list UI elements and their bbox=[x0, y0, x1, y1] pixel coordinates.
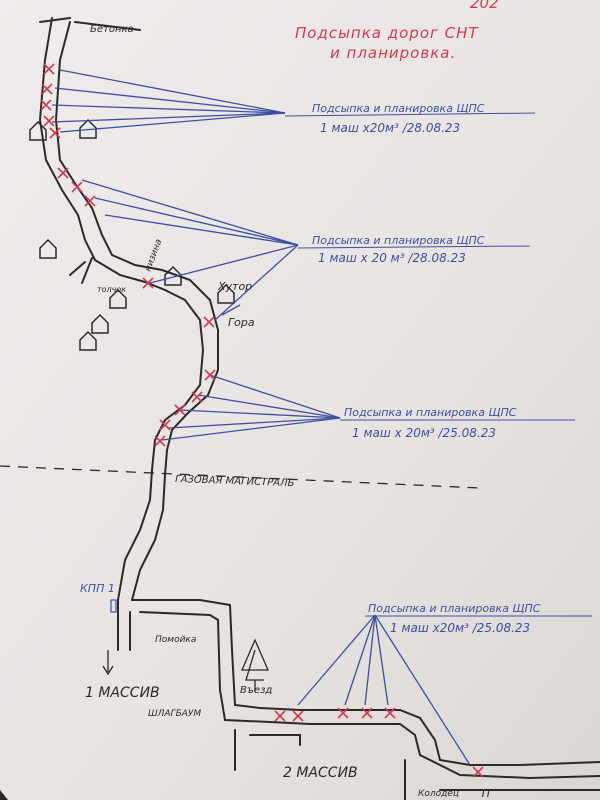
massiv2-road-right bbox=[404, 759, 600, 800]
arrow bbox=[59, 112, 286, 133]
note-2: Подсыпка и планировка ЩПС 1 маш x 20 м³ … bbox=[297, 234, 531, 265]
label-gas-main: ГАЗОВАЯ МАГИСТРАЛЬ bbox=[175, 474, 295, 489]
label-ti: TI bbox=[480, 787, 490, 800]
arrow bbox=[81, 179, 299, 246]
house-icon bbox=[217, 283, 235, 304]
cross-mark bbox=[43, 63, 55, 75]
annotation-arrows bbox=[51, 69, 471, 766]
arrow bbox=[94, 197, 299, 246]
year-fragment: 202 bbox=[470, 0, 499, 12]
cross-mark bbox=[337, 707, 349, 719]
cross-mark bbox=[40, 99, 52, 111]
note-4-line1: Подсыпка и планировка ЩПС bbox=[368, 602, 541, 615]
kpp-marker bbox=[110, 599, 117, 613]
house-icon bbox=[79, 118, 97, 139]
massiv2-road-left bbox=[234, 729, 301, 771]
arrow bbox=[297, 614, 376, 706]
note-3-line1: Подсыпка и планировка ЩПС bbox=[344, 406, 517, 419]
house-icons bbox=[29, 118, 235, 351]
map-subtitle: и планировка. bbox=[330, 44, 456, 62]
arrow-down-icon bbox=[102, 650, 114, 676]
cross-mark bbox=[159, 419, 171, 431]
label-kolodec: Колодец bbox=[418, 789, 459, 799]
cross-mark bbox=[472, 766, 484, 778]
gas-main-line bbox=[0, 465, 481, 489]
arrow bbox=[344, 614, 376, 706]
work-marks bbox=[40, 63, 484, 778]
label-gora: Гора bbox=[228, 316, 255, 329]
house-icon bbox=[164, 265, 182, 286]
kpp-road-split bbox=[131, 599, 600, 766]
road-network bbox=[38, 17, 600, 800]
arrow bbox=[209, 374, 341, 419]
note-1-line1: Подсыпка и планировка ЩПС bbox=[312, 102, 485, 115]
note-2-underline bbox=[297, 245, 531, 249]
place-labels: Бетонка низина толчок Хутор Гора ГАЗОВАЯ… bbox=[80, 24, 490, 800]
cross-mark bbox=[204, 369, 216, 381]
label-shlagbaum: ШЛАГБАУМ bbox=[148, 709, 201, 719]
arrow bbox=[161, 417, 341, 441]
cross-mark bbox=[274, 710, 286, 722]
cross-mark bbox=[174, 404, 186, 416]
cross-mark bbox=[292, 710, 304, 722]
house-icon bbox=[91, 313, 109, 334]
label-pomoika: Помойка bbox=[155, 635, 196, 645]
house-icon bbox=[109, 288, 127, 309]
arrow bbox=[59, 69, 286, 114]
cross-mark bbox=[142, 277, 154, 289]
massiv1-road bbox=[117, 611, 131, 651]
arrow bbox=[374, 614, 471, 766]
note-1: Подсыпка и планировка ЩПС 1 маш x20м³ /2… bbox=[284, 102, 536, 135]
kpp-road-split-inner bbox=[139, 611, 600, 780]
arrow bbox=[149, 244, 299, 284]
arrow bbox=[51, 104, 286, 114]
house-icon bbox=[79, 330, 97, 351]
arrow bbox=[197, 394, 341, 419]
note-2-line2: 1 маш x 20 м³ /28.08.23 bbox=[318, 251, 466, 265]
nizina-branch bbox=[69, 257, 93, 284]
note-3: Подсыпка и планировка ЩПС 1 маш x 20м³ /… bbox=[340, 406, 575, 440]
label-kpp1: КПП 1 bbox=[80, 582, 115, 595]
label-massiv1: 1 МАССИВ bbox=[85, 685, 160, 701]
label-vezd: Въезд bbox=[240, 685, 272, 696]
arrow bbox=[364, 614, 376, 706]
cross-mark bbox=[154, 435, 166, 447]
cross-mark bbox=[71, 181, 83, 193]
cross-mark bbox=[43, 115, 55, 127]
note-2-line1: Подсыпка и планировка ЩПС bbox=[312, 234, 485, 247]
house-icon bbox=[29, 120, 47, 141]
cross-mark bbox=[191, 391, 203, 403]
cross-mark bbox=[49, 127, 61, 139]
map-title: Подсыпка дорог СНТ bbox=[295, 24, 479, 42]
arrow bbox=[167, 417, 341, 429]
note-1-underline bbox=[284, 112, 536, 117]
arrow bbox=[51, 112, 286, 123]
betonka-road-top bbox=[39, 17, 141, 31]
arrow bbox=[374, 614, 389, 706]
arrow bbox=[179, 409, 341, 419]
note-4: Подсыпка и планировка ЩПС 1 маш x20м³ /2… bbox=[365, 602, 592, 635]
note-1-line2: 1 маш x20м³ /28.08.23 bbox=[320, 121, 460, 135]
cross-mark bbox=[84, 195, 96, 207]
house-icon bbox=[39, 238, 57, 259]
arrow bbox=[104, 214, 299, 246]
arrow bbox=[214, 244, 299, 321]
note-3-line2: 1 маш x 20м³ /25.08.23 bbox=[352, 426, 496, 440]
label-betonka: Бетонка bbox=[90, 24, 134, 35]
cross-mark bbox=[203, 316, 215, 328]
note-4-line2: 1 маш x20м³ /25.08.23 bbox=[390, 621, 530, 635]
main-road-east-edge bbox=[54, 21, 219, 601]
pine-tree-icon bbox=[241, 638, 269, 692]
label-massiv2: 2 МАССИВ bbox=[283, 765, 358, 781]
arrow bbox=[54, 87, 286, 114]
cross-mark bbox=[384, 707, 396, 719]
label-hutor: Хутор bbox=[217, 280, 252, 293]
cross-mark bbox=[41, 83, 53, 95]
cross-mark bbox=[361, 707, 373, 719]
main-road-west-edge bbox=[38, 17, 205, 641]
cross-mark bbox=[57, 167, 69, 179]
arrow bbox=[221, 304, 241, 316]
label-tolchok: толчок bbox=[97, 285, 126, 294]
